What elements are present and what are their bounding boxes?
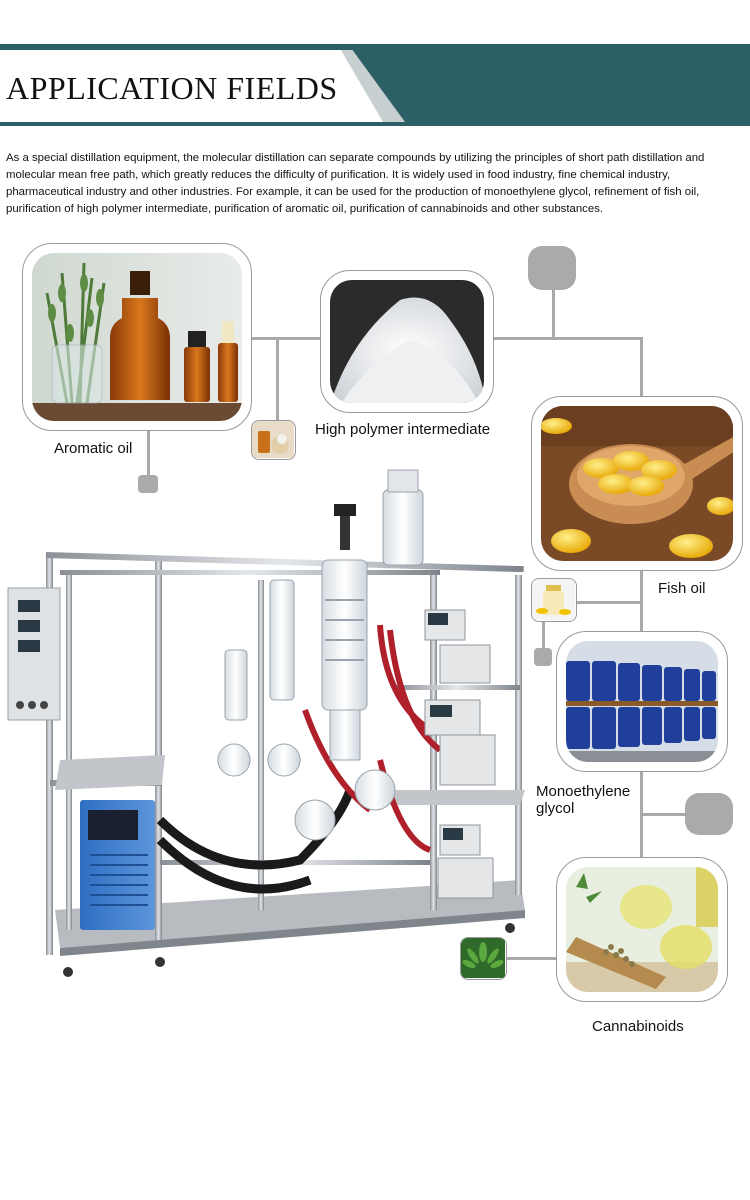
header-title-panel: [0, 50, 383, 122]
label-fish-oil: Fish oil: [658, 580, 706, 597]
page-title: APPLICATION FIELDS: [6, 70, 338, 106]
label-cannabinoids: Cannabinoids: [592, 1018, 684, 1035]
decor-square-small: [534, 648, 552, 666]
label-monoethylene-line1: Monoethylene: [536, 783, 631, 800]
connector-line: [640, 813, 690, 816]
connector-line: [147, 430, 150, 480]
intro-paragraph: As a special distillation equipment, the…: [6, 152, 705, 215]
connector-line: [542, 620, 545, 650]
decor-square-small: [138, 475, 158, 493]
high-polymer-frame: [320, 270, 494, 413]
connector-line: [640, 570, 643, 638]
fish-oil-frame: [531, 396, 743, 571]
connector-line: [552, 286, 555, 338]
aromatic-thumbnail: [251, 420, 296, 460]
connector-line: [245, 337, 325, 340]
label-monoethylene-line2: glycol: [536, 800, 575, 817]
decor-square: [528, 246, 576, 290]
monoethylene-image: [566, 641, 718, 762]
connector-line: [276, 337, 279, 422]
connector-line: [640, 337, 643, 397]
connector-line: [505, 957, 560, 960]
monoethylene-frame: [556, 631, 728, 772]
high-polymer-image: [330, 280, 484, 403]
distillation-equipment-image: [7, 469, 525, 977]
fish-oil-image: [541, 406, 733, 561]
aromatic-oil-frame: [22, 243, 252, 431]
label-high-polymer: High polymer intermediate: [315, 421, 491, 438]
label-aromatic-oil: Aromatic oil: [54, 440, 133, 457]
aromatic-oil-image: [32, 253, 242, 421]
decor-square: [685, 793, 733, 835]
connector-line: [640, 765, 643, 860]
connector-line: [575, 601, 642, 604]
connector-line: [490, 337, 642, 340]
cannabinoids-frame: [556, 857, 728, 1002]
cannabis-leaf-thumbnail: [460, 937, 507, 980]
cannabinoids-image: [566, 867, 718, 992]
fish-oil-thumbnail: [531, 578, 577, 622]
